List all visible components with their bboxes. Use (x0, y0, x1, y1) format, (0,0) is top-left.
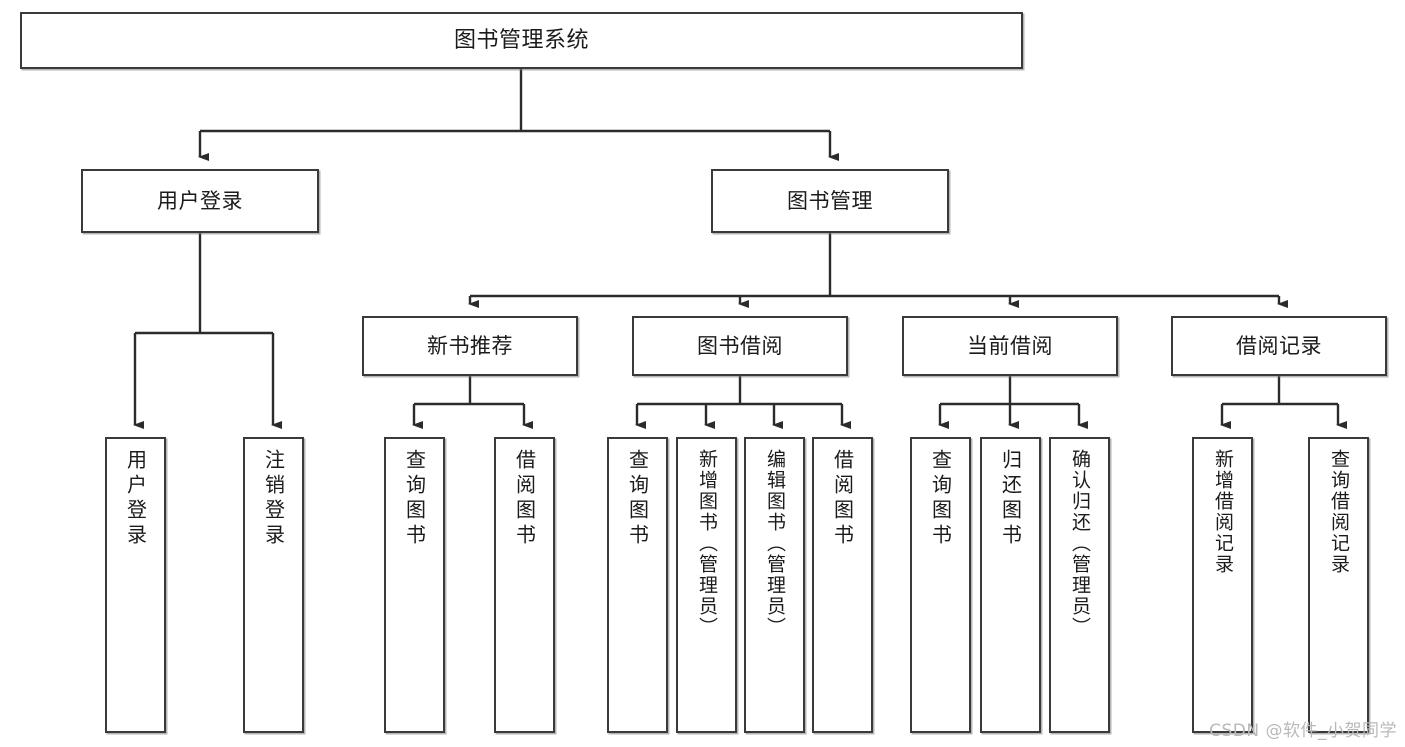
leaf-borrow-edit-book-admin[interactable]: 编辑图书（管理员） (744, 437, 805, 733)
node-current-borrow[interactable]: 当前借阅 (902, 316, 1118, 376)
node-label: 用户登录 (157, 188, 243, 213)
leaf-record-add-record[interactable]: 新增借阅记录 (1192, 437, 1253, 733)
node-label: 查询图书 (402, 449, 427, 549)
node-label: 查询借阅记录 (1328, 449, 1350, 575)
node-root-system[interactable]: 图书管理系统 (20, 12, 1023, 69)
node-label: 图书借阅 (697, 333, 783, 358)
leaf-user-login-logout[interactable]: 注销登录 (243, 437, 304, 733)
node-label: 当前借阅 (967, 333, 1053, 358)
node-label: 借阅图书 (830, 449, 855, 549)
node-label: 归还图书 (998, 449, 1023, 549)
node-borrow-record[interactable]: 借阅记录 (1171, 316, 1387, 376)
leaf-borrow-borrow-book[interactable]: 借阅图书 (812, 437, 873, 733)
node-label: 查询图书 (625, 449, 650, 549)
leaf-current-confirm-return-admin[interactable]: 确认归还（管理员） (1049, 437, 1110, 733)
node-book-management[interactable]: 图书管理 (711, 169, 949, 233)
leaf-recommend-query-book[interactable]: 查询图书 (384, 437, 445, 733)
leaf-current-return-book[interactable]: 归还图书 (980, 437, 1041, 733)
node-new-book-recommend[interactable]: 新书推荐 (362, 316, 578, 376)
node-label: 新书推荐 (427, 333, 513, 358)
node-label: 查询图书 (928, 449, 953, 549)
node-user-login[interactable]: 用户登录 (81, 169, 319, 233)
watermark-text: CSDN @软件_小贺同学 (1209, 721, 1397, 741)
leaf-current-query-book[interactable]: 查询图书 (910, 437, 971, 733)
leaf-borrow-add-book-admin[interactable]: 新增图书（管理员） (676, 437, 737, 733)
node-label: 编辑图书（管理员） (764, 449, 786, 638)
node-label: 借阅图书 (512, 449, 537, 549)
leaf-record-query-record[interactable]: 查询借阅记录 (1308, 437, 1369, 733)
node-label: 注销登录 (261, 449, 286, 549)
node-label: 确认归还（管理员） (1069, 449, 1091, 638)
node-label: 借阅记录 (1236, 333, 1322, 358)
node-label: 图书管理 (787, 188, 873, 213)
node-book-borrow[interactable]: 图书借阅 (632, 316, 848, 376)
leaf-user-login-login[interactable]: 用户登录 (105, 437, 166, 733)
leaf-recommend-borrow-book[interactable]: 借阅图书 (494, 437, 555, 733)
node-label: 用户登录 (123, 449, 148, 549)
leaf-borrow-query-book[interactable]: 查询图书 (607, 437, 668, 733)
node-label: 新增借阅记录 (1212, 449, 1234, 575)
node-label: 图书管理系统 (453, 27, 589, 53)
node-label: 新增图书（管理员） (696, 449, 718, 638)
